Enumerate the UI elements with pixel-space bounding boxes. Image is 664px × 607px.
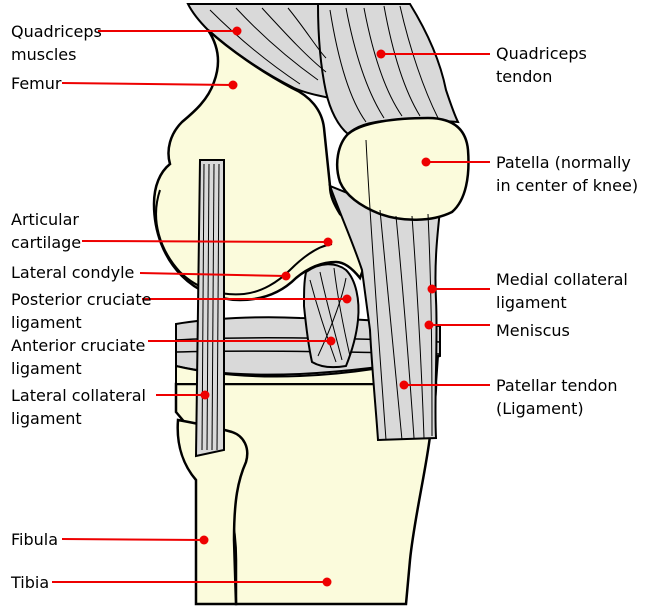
pointer-dot-patella (421, 157, 431, 167)
patella-bone (336, 116, 470, 222)
label-femur: Femur (11, 74, 62, 93)
label-medial-collateral: Medial collateral ligament (496, 270, 628, 312)
pointer-line-lateral-condyle (139, 272, 287, 277)
pointer-dot-patellar-tendon (399, 380, 409, 390)
cartilage-line (155, 189, 333, 296)
label-patellar-tendon: Patellar tendon (Ligament) (496, 376, 618, 418)
pointer-dot-femur (228, 80, 238, 90)
pointer-dot-medial-collateral (427, 284, 437, 294)
pointer-line-fibula (61, 538, 205, 541)
lateral-collateral-shape (194, 159, 225, 458)
label-posterior-cruciate: Posterior cruciate ligament (11, 290, 152, 332)
pointer-dot-meniscus (424, 320, 434, 330)
label-articular-cartilage: Articular cartilage (11, 210, 82, 252)
pointer-line-articular-cartilage (81, 240, 329, 243)
pointer-dot-lateral-collateral (200, 390, 210, 400)
pointer-lines (52, 26, 490, 587)
label-quadriceps-tendon: Quadriceps tendon (496, 44, 587, 86)
pointer-dot-fibula (199, 535, 209, 545)
pointer-dot-anterior-cruciate (326, 336, 336, 346)
label-meniscus: Meniscus (496, 321, 570, 340)
pointer-dot-tibia (322, 577, 332, 587)
label-patella: Patella (normally in center of knee) (496, 153, 639, 195)
pointer-dot-quadriceps-muscles (232, 26, 242, 36)
fiber-lines (201, 5, 439, 451)
pointer-dot-posterior-cruciate (342, 294, 352, 304)
label-lateral-condyle: Lateral condyle (11, 263, 135, 282)
label-lateral-collateral: Lateral collateral ligament (11, 386, 146, 428)
pointer-line-femur (61, 82, 234, 86)
pointer-dot-lateral-condyle (281, 271, 291, 281)
quadriceps-tendon-shape (316, 3, 460, 136)
knee-drawing (152, 3, 470, 606)
label-anterior-cruciate: Anterior cruciate ligament (11, 336, 146, 378)
label-tibia: Tibia (11, 573, 50, 592)
label-fibula: Fibula (11, 530, 59, 549)
pointer-dot-quadriceps-tendon (376, 49, 386, 59)
cruciate-ligaments (302, 263, 360, 369)
label-quadriceps-muscles: Quadriceps muscles (11, 22, 102, 64)
pointer-dot-articular-cartilage (323, 237, 333, 247)
